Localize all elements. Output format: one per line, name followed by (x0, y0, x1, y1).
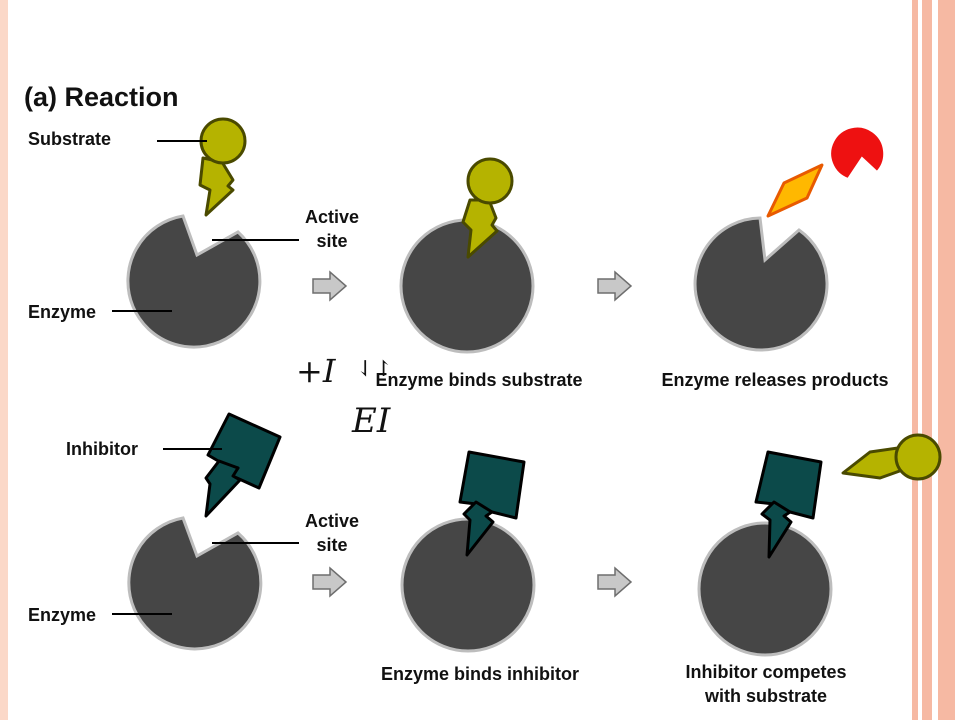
diagram-title: (a) Reaction (24, 82, 179, 112)
math-equilibrium-arrows: ⇃↾ (356, 357, 393, 382)
substrate-label: Substrate (28, 129, 111, 149)
active-site-label-bottom-line2: site (316, 535, 347, 555)
substrate-top-1 (198, 117, 247, 217)
slide-border-right-stripe (922, 0, 932, 720)
enzyme-top-3 (693, 216, 829, 352)
caption-inhibitor-competes-line2: with substrate (704, 686, 827, 706)
active-site-label-top-line1: Active (305, 207, 359, 227)
active-site-label-top-line2: site (316, 231, 347, 251)
enzyme-top-1 (126, 214, 262, 349)
inhibitor-bound-bottom-3 (754, 450, 823, 559)
enzyme-label-bottom: Enzyme (28, 605, 96, 625)
arrow-right-icon (312, 270, 348, 302)
inhibitor-label: Inhibitor (66, 439, 138, 459)
slide-border-right-stripe (912, 0, 918, 720)
product-diamond (766, 163, 824, 218)
caption-enzyme-releases-products: Enzyme releases products (661, 370, 888, 390)
substrate-competing (841, 433, 942, 481)
active-site-label-bottom-line1: Active (305, 511, 359, 531)
arrow-right-icon (312, 566, 348, 598)
slide-border-left (0, 0, 8, 720)
inhibitor-bottom-1 (204, 412, 282, 518)
slide-border-right-stripe (938, 0, 955, 720)
math-ei: EI (351, 401, 391, 441)
enzyme-bottom-3 (697, 521, 833, 657)
inhibitor-bound-bottom-2 (458, 450, 526, 557)
enzyme-bottom-1 (127, 516, 263, 651)
enzyme-top-2 (399, 218, 535, 354)
caption-enzyme-binds-substrate: Enzyme binds substrate (375, 370, 582, 390)
substrate-bound-top-2 (461, 157, 514, 259)
arrow-right-icon (597, 270, 633, 302)
product-circle (829, 125, 886, 181)
enzyme-label-top: Enzyme (28, 302, 96, 322)
math-plus-i: +I (296, 352, 337, 390)
caption-enzyme-binds-inhibitor: Enzyme binds inhibitor (381, 664, 579, 684)
caption-inhibitor-competes-line1: Inhibitor competes (685, 662, 846, 682)
arrow-right-icon (597, 566, 633, 598)
